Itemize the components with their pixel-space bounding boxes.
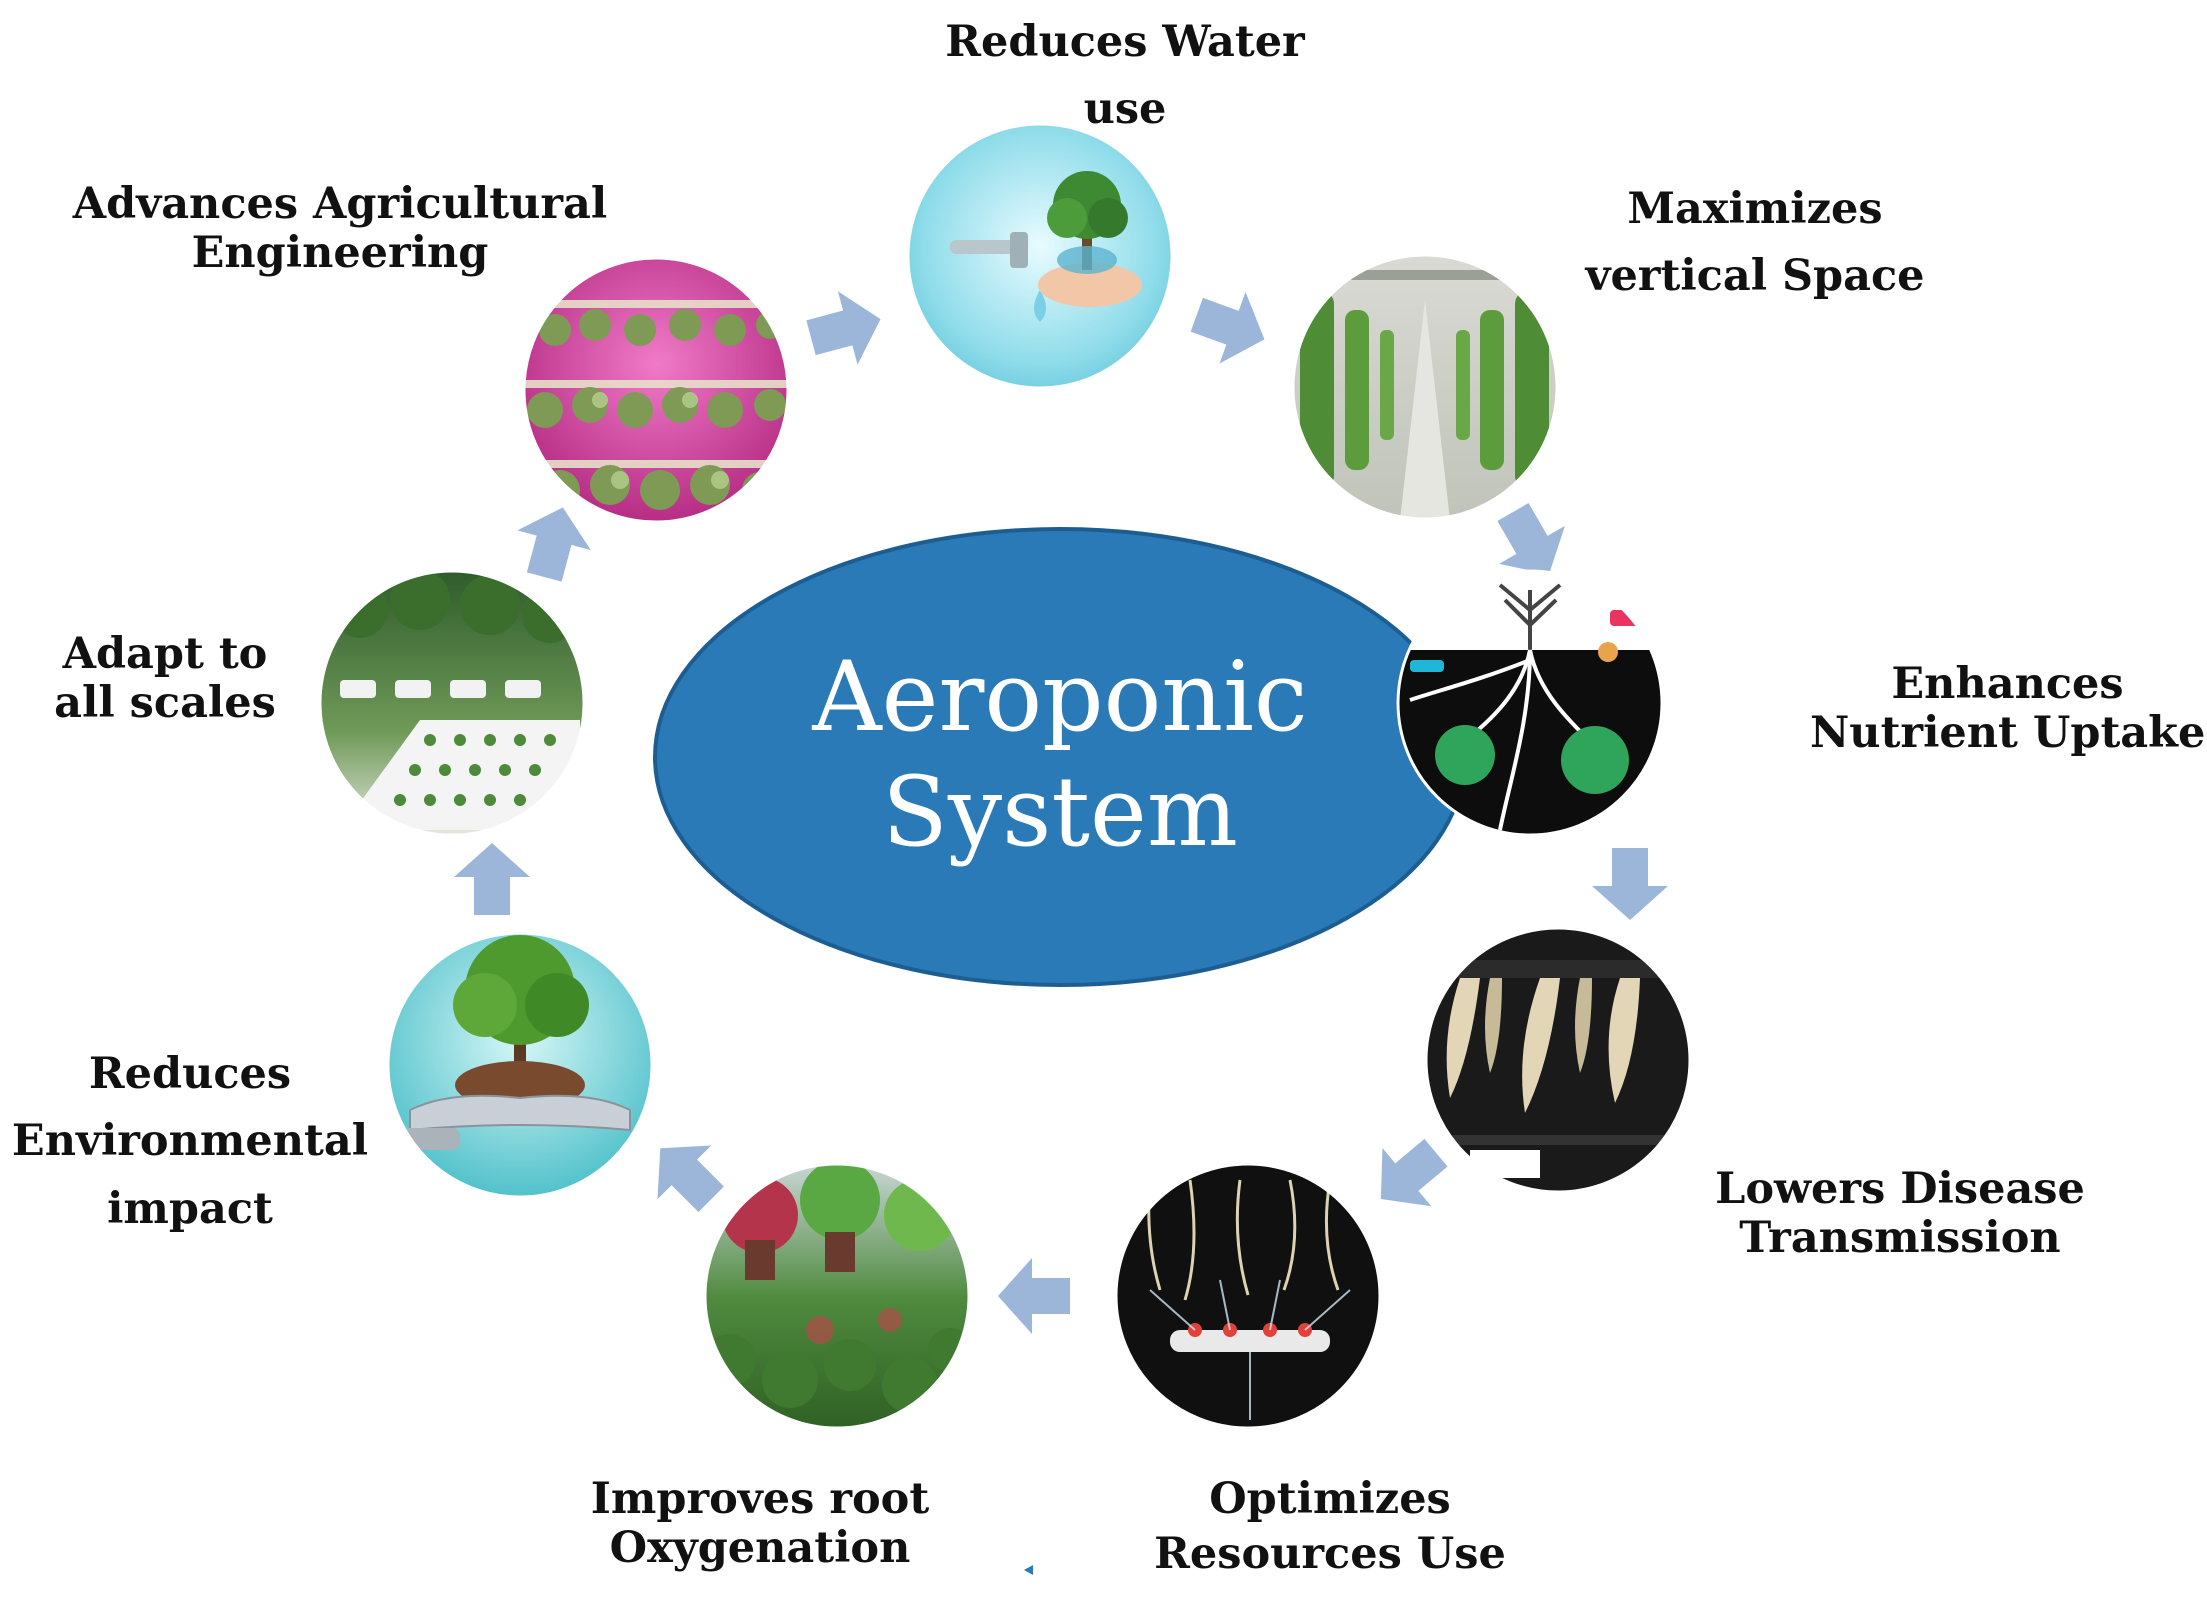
label-reduces-environmental-impact: Reduces Environmental impact <box>11 1049 369 1234</box>
center-title: Aeroponic System <box>655 640 1465 870</box>
robot-hand-tree-icon <box>388 933 652 1197</box>
label-optimizes-resources-use: Optimizes Resources Use <box>1154 1474 1506 1580</box>
mist-sprayer-icon <box>1116 1164 1380 1428</box>
center-title-line2: System <box>882 756 1238 869</box>
arrow-environment-to-scales <box>454 843 530 915</box>
center-title-line1: Aeroponic <box>812 641 1308 753</box>
arrow-disease-to-resources <box>1380 1138 1448 1207</box>
lettuce-planters-icon <box>705 1164 969 1428</box>
label-enhances-nutrient-uptake: Enhances Nutrient Uptake <box>1810 659 2206 759</box>
label-lowers-disease-transmission: Lowers Disease Transmission <box>1715 1164 2085 1264</box>
small-marker-icon <box>1024 1565 1033 1575</box>
arrow-scales-to-engineering <box>517 507 591 582</box>
vertical-towers-icon <box>1293 255 1557 519</box>
arrow-oxygen-to-environment <box>657 1145 724 1212</box>
arrow-water-to-vertical <box>1190 292 1265 364</box>
label-reduces-water-use: Reduces Water use <box>945 17 1305 135</box>
arrow-resources-to-oxygen <box>998 1258 1070 1334</box>
arrow-nutrient-to-disease <box>1592 848 1668 920</box>
hanging-roots-icon <box>1426 928 1690 1192</box>
label-adapt-to-all-scales: Adapt to all scales <box>54 629 276 729</box>
label-maximizes-vertical-space: Maximizes vertical Space <box>1585 184 1925 302</box>
arrow-engineering-to-water <box>806 291 881 365</box>
arrow-vertical-to-nutrient <box>1497 503 1565 575</box>
tower-garden-icon <box>320 571 584 835</box>
label-advances-agricultural-engineering: Advances Agricultural Engineering <box>72 179 608 279</box>
label-improves-root-oxygenation: Improves root Oxygenation <box>590 1474 930 1574</box>
water-tap-tree-icon <box>908 124 1172 388</box>
